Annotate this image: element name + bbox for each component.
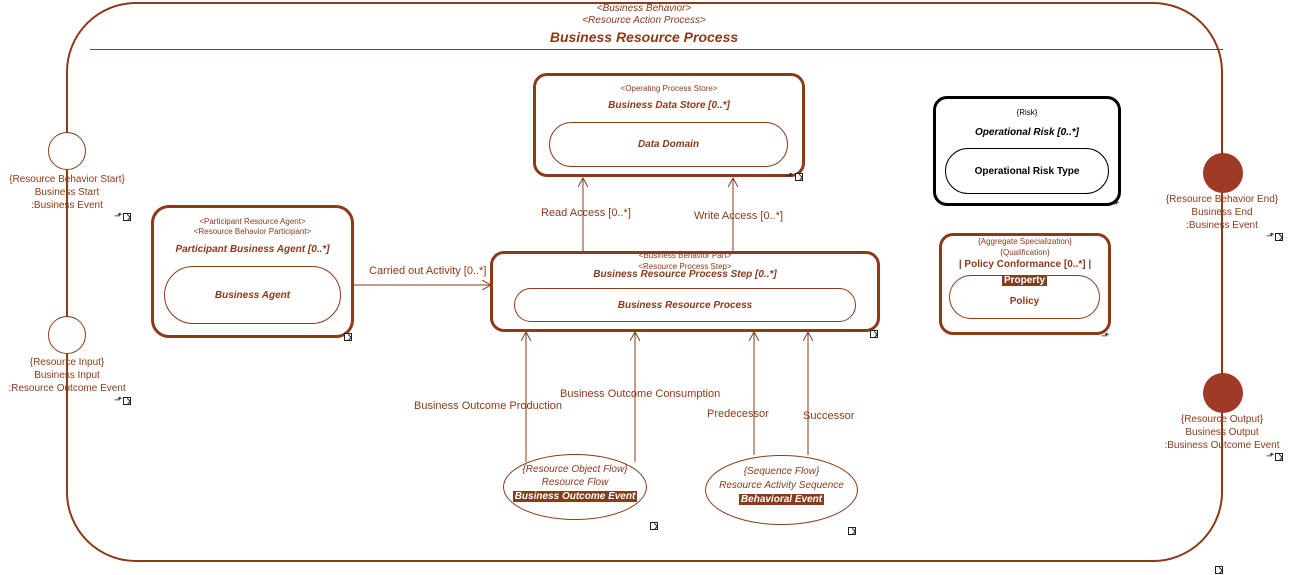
element-icon[interactable] [123,213,131,221]
frame-title: Business Resource Process [549,29,739,45]
link-icon[interactable]: ⬏ [114,395,123,406]
data-domain[interactable]: Data Domain [549,122,788,167]
edge-label-successor: Successor [803,410,855,422]
port-output[interactable] [1203,373,1243,413]
flow1-tag: Business Outcome Event [503,491,647,502]
store-name: Business Data Store [0..*] [608,100,730,111]
link-icon[interactable]: ⬏ [114,211,123,222]
frame-stereotype-2: <Resource Action Process> [582,15,706,26]
port-start-name: Business Start [34,187,100,198]
process-frame [66,2,1223,562]
policy-stereotype-2: {Qualification} [1000,248,1050,257]
business-resource-process-label: Business Resource Process [617,299,753,311]
port-end-type: :Business Event [1186,220,1258,231]
element-icon[interactable] [870,330,878,338]
port-output-type: :Business Outcome Event [1164,440,1280,451]
link-icon[interactable]: ⬏ [1266,231,1275,242]
edge-label-carried: Carried out Activity [0..*] [369,265,487,277]
edge-label-predecessor: Predecessor [707,408,769,420]
element-icon[interactable] [1215,566,1223,574]
operational-risk-type[interactable]: Operational Risk Type [945,148,1109,194]
risk-type-label: Operational Risk Type [974,165,1080,177]
flow2-tag: Behavioral Event [705,494,858,505]
link-icon[interactable]: ⬏ [1266,451,1275,462]
element-icon[interactable] [344,333,352,341]
port-end[interactable] [1203,153,1243,193]
policy-label: Policy [1009,296,1040,307]
port-input-name: Business Input [34,370,100,381]
agent-name: Participant Business Agent [0..*] [175,244,330,255]
element-icon[interactable] [1275,233,1283,241]
flow1-tag-label: Business Outcome Event [512,491,638,502]
flow2-tag-label: Behavioral Event [738,494,825,505]
port-input[interactable] [48,316,86,354]
business-agent[interactable]: Business Agent [164,266,341,324]
port-start-label: {Resource Behavior Start} Business Start… [0,173,134,212]
risk-name: Operational Risk [0..*] [975,127,1079,138]
edge-label-read: Read Access [0..*] [541,207,631,219]
element-icon[interactable] [795,173,803,181]
step-stereotype-1: <Business Behavior Part> [638,251,732,260]
element-icon[interactable] [848,527,856,535]
flow2-name: Resource Activity Sequence [719,480,844,491]
store-stereotype: <Operating Process Store> [620,84,718,93]
business-agent-label: Business Agent [214,289,291,301]
property-tag-label: Property [1001,275,1048,286]
risk-stereotype: {Risk} [1016,108,1038,117]
link-icon[interactable]: ⬏ [1101,331,1110,342]
port-output-stereo: {Resource Output} [1180,414,1264,425]
port-start-stereo: {Resource Behavior Start} [9,174,125,185]
link-icon[interactable]: ⬏ [1111,199,1120,210]
agent-stereotype-1: <Participant Resource Agent> [199,217,306,226]
edge-label-consumption: Business Outcome Consumption [560,388,721,400]
port-input-type: :Resource Outcome Event [8,383,126,394]
agent-stereotype-2: <Resource Behavior Participant> [193,227,312,236]
element-icon[interactable] [650,522,658,530]
edge-label-write: Write Access [0..*] [694,210,784,222]
flow1-name: Resource Flow [541,477,609,488]
step-stereotype-2: <Resource Process Step> [638,262,732,271]
business-resource-process[interactable]: Business Resource Process [514,288,856,322]
port-start-type: :Business Event [31,200,103,211]
port-output-name: Business Output [1185,427,1259,438]
port-input-stereo: {Resource Input} [29,357,105,368]
port-output-label: {Resource Output} Business Output :Busin… [1150,413,1289,452]
policy-stereotype-1: {Aggregate Specialization} [978,237,1072,246]
policy-name: | Policy Conformance [0..*] | [958,259,1092,270]
sequence-flow[interactable] [705,455,858,525]
element-icon[interactable] [123,397,131,405]
data-domain-label: Data Domain [637,139,700,150]
resource-object-flow[interactable] [503,454,647,520]
step-name: Business Resource Process Step [0..*] [593,269,777,280]
port-start[interactable] [48,132,86,170]
port-end-name: Business End [1191,207,1253,218]
policy-property-tag: Property [949,275,1100,286]
flow2-stereotype: {Sequence Flow} [743,466,820,477]
port-end-stereo: {Resource Behavior End} [1165,194,1279,205]
edge-label-production: Business Outcome Production [414,400,562,412]
flow1-stereotype: {Resource Object Flow} [522,464,628,475]
element-icon[interactable] [1275,453,1283,461]
title-divider [90,49,1223,50]
port-input-label: {Resource Input} Business Input :Resourc… [0,356,134,395]
frame-stereotype-1: <Business Behavior> [596,3,692,14]
port-end-label: {Resource Behavior End} Business End :Bu… [1150,193,1289,232]
link-icon[interactable]: ⬏ [785,171,794,182]
